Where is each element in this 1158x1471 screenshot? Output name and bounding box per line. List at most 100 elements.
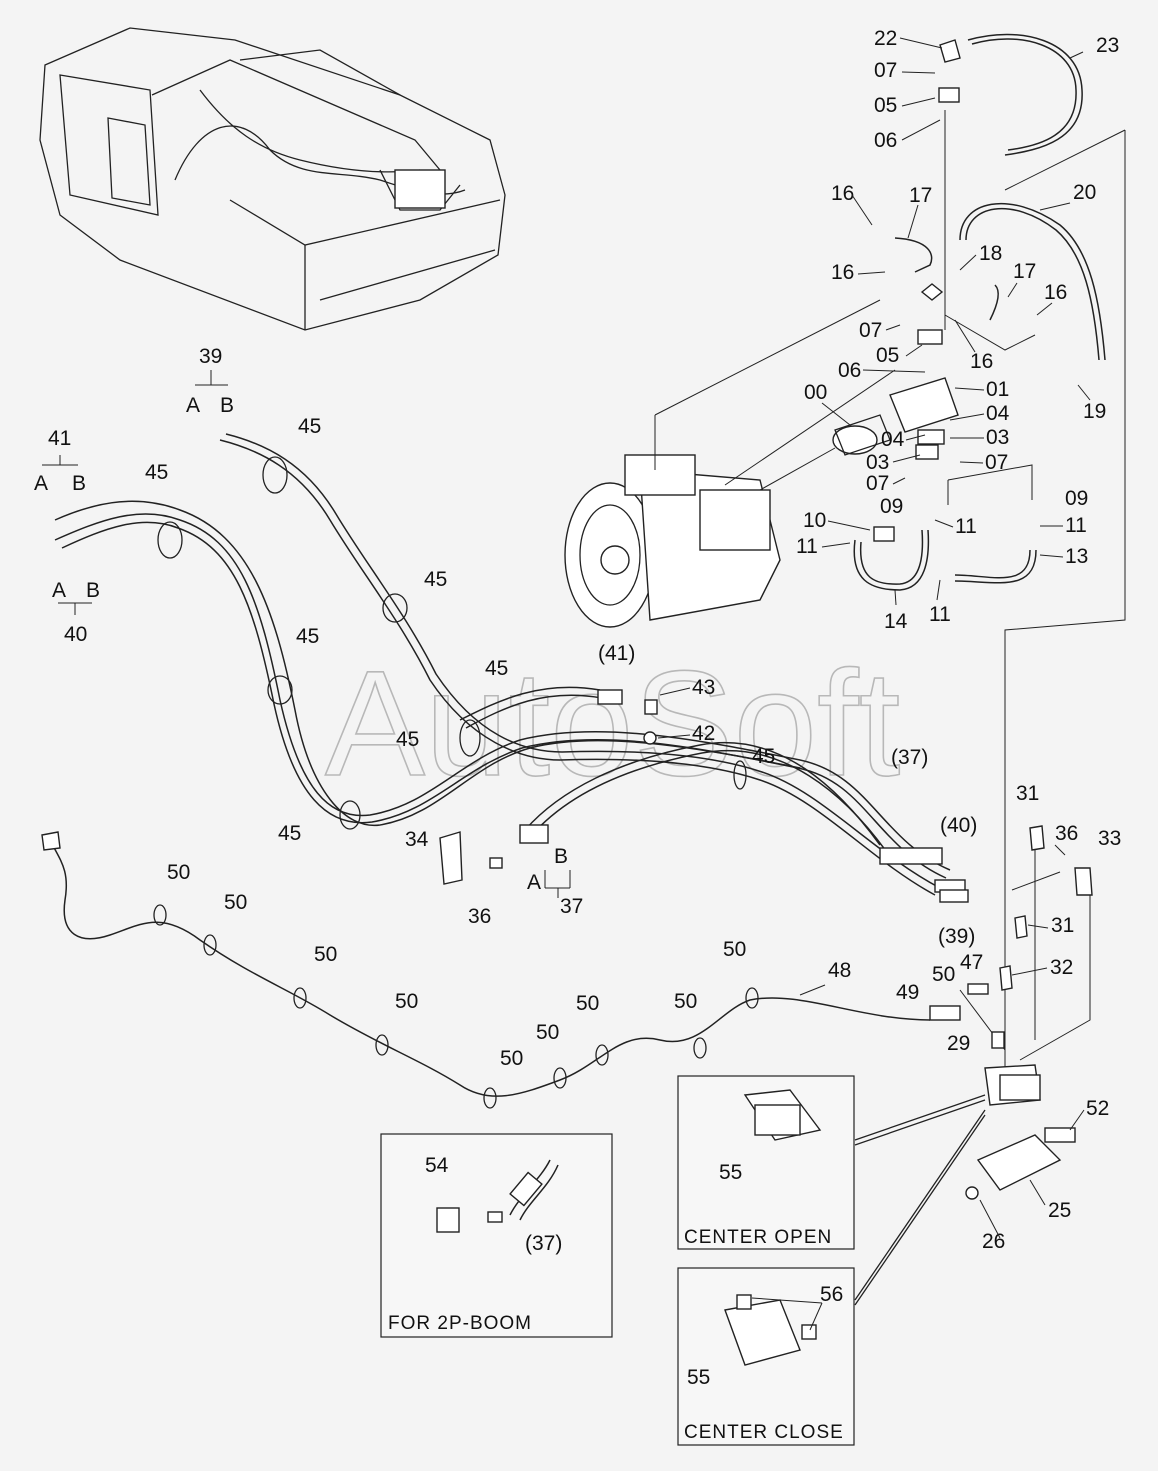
callout-05: 05 xyxy=(874,94,897,117)
callout-39-b: B xyxy=(220,394,234,417)
callout-00: 00 xyxy=(804,381,827,404)
callout-37-a: A xyxy=(527,871,541,894)
callout-40: 40 xyxy=(64,623,87,646)
callout-50: 50 xyxy=(395,990,418,1013)
callout-05: 05 xyxy=(876,344,899,367)
callout-04: 04 xyxy=(881,428,905,451)
callout-50: 50 xyxy=(500,1047,523,1070)
callout-50: 50 xyxy=(723,938,746,961)
callout-45: 45 xyxy=(296,625,319,648)
callout-50: 50 xyxy=(576,992,599,1015)
center-close-part-label-55: 55 xyxy=(687,1366,710,1389)
callout-39-ref: (39) xyxy=(938,925,975,948)
callout-40-ref: (40) xyxy=(940,814,977,837)
callout-45: 45 xyxy=(278,822,301,845)
pump-assembly xyxy=(564,454,781,628)
callout-11: 11 xyxy=(1065,514,1087,537)
callout-29: 29 xyxy=(947,1032,970,1055)
callout-45: 45 xyxy=(145,461,168,484)
callout-09: 09 xyxy=(880,495,903,518)
callout-49: 49 xyxy=(896,981,919,1004)
callout-06: 06 xyxy=(874,129,897,152)
callout-36: 36 xyxy=(468,905,491,928)
boom-hose-label: (37) xyxy=(525,1232,562,1255)
callout-18: 18 xyxy=(979,242,1002,265)
callout-41-b: B xyxy=(72,472,86,495)
callout-25: 25 xyxy=(1048,1199,1071,1222)
callout-50: 50 xyxy=(932,963,955,986)
clamps xyxy=(157,456,747,830)
callout-17: 17 xyxy=(1013,260,1036,283)
callout-10: 10 xyxy=(803,509,826,532)
callout-50: 50 xyxy=(674,990,697,1013)
callout-37: 37 xyxy=(560,895,583,918)
callout-19: 19 xyxy=(1083,400,1106,423)
callout-17: 17 xyxy=(909,184,932,207)
callout-leaders xyxy=(657,37,1091,1239)
callout-41-a: A xyxy=(34,472,48,495)
callout-06: 06 xyxy=(838,359,861,382)
pilot-pump xyxy=(832,39,961,460)
inset-center-open: 55 CENTER OPEN xyxy=(677,1075,855,1250)
callout-22: 22 xyxy=(874,27,897,50)
center-close-part-label-56: 56 xyxy=(820,1283,843,1306)
callout-09: 09 xyxy=(1065,487,1088,510)
callout-14: 14 xyxy=(884,610,908,633)
callout-42: 42 xyxy=(692,722,715,745)
center-close-title: CENTER CLOSE xyxy=(684,1422,844,1443)
callout-45: 45 xyxy=(424,568,447,591)
callout-20: 20 xyxy=(1073,181,1096,204)
boom-part-label: 54 xyxy=(425,1154,449,1177)
callout-31: 31 xyxy=(1051,914,1074,937)
callout-13: 13 xyxy=(1065,545,1088,568)
callout-07: 07 xyxy=(985,451,1008,474)
callout-16: 16 xyxy=(1044,281,1067,304)
excavator-illustration xyxy=(39,27,506,331)
callout-45: 45 xyxy=(396,728,419,751)
callout-16: 16 xyxy=(831,182,854,205)
callout-45: 45 xyxy=(298,415,321,438)
callout-50: 50 xyxy=(224,891,247,914)
callout-45: 45 xyxy=(485,657,508,680)
upper-hoses xyxy=(853,33,1106,591)
callout-07: 07 xyxy=(859,319,882,342)
leader-lines xyxy=(654,110,1126,1070)
inset-boom: 54 (37) FOR 2P-BOOM xyxy=(380,1133,613,1338)
callout-41: 41 xyxy=(48,427,71,450)
callout-36: 36 xyxy=(1055,822,1078,845)
callout-39-a: A xyxy=(186,394,200,417)
callout-32: 32 xyxy=(1050,956,1073,979)
callout-16: 16 xyxy=(970,350,993,373)
inset-center-close: 56 55 CENTER CLOSE xyxy=(677,1267,855,1446)
callout-37-ref: (37) xyxy=(891,746,928,769)
callout-11: 11 xyxy=(955,515,977,538)
callout-03: 03 xyxy=(866,451,889,474)
callout-31: 31 xyxy=(1016,782,1039,805)
boom-inset-title: FOR 2P-BOOM xyxy=(388,1313,532,1334)
callout-50: 50 xyxy=(167,861,190,884)
callout-04: 04 xyxy=(986,402,1010,425)
callout-40-a: A xyxy=(52,579,66,602)
callout-50: 50 xyxy=(314,943,337,966)
callout-37-b: B xyxy=(554,845,568,868)
callout-40-b: B xyxy=(86,579,100,602)
callout-34: 34 xyxy=(405,828,429,851)
solenoid-valve xyxy=(854,1064,1076,1306)
callout-45: 45 xyxy=(752,745,775,768)
callout-11: 11 xyxy=(796,535,818,558)
callout-48: 48 xyxy=(828,959,851,982)
callout-07: 07 xyxy=(874,59,897,82)
callout-26: 26 xyxy=(982,1230,1005,1253)
callout-16: 16 xyxy=(831,261,854,284)
center-open-title: CENTER OPEN xyxy=(684,1227,832,1248)
callout-23: 23 xyxy=(1096,34,1119,57)
callout-labels: 22 23 07 05 06 16 17 20 16 18 17 16 07 0… xyxy=(34,27,1121,1253)
callout-01: 01 xyxy=(986,378,1009,401)
callout-41-ref: (41) xyxy=(598,642,635,665)
callout-52: 52 xyxy=(1086,1097,1109,1120)
callout-33: 33 xyxy=(1098,827,1121,850)
callout-11: 11 xyxy=(929,603,951,626)
ab-brackets xyxy=(42,370,1066,898)
